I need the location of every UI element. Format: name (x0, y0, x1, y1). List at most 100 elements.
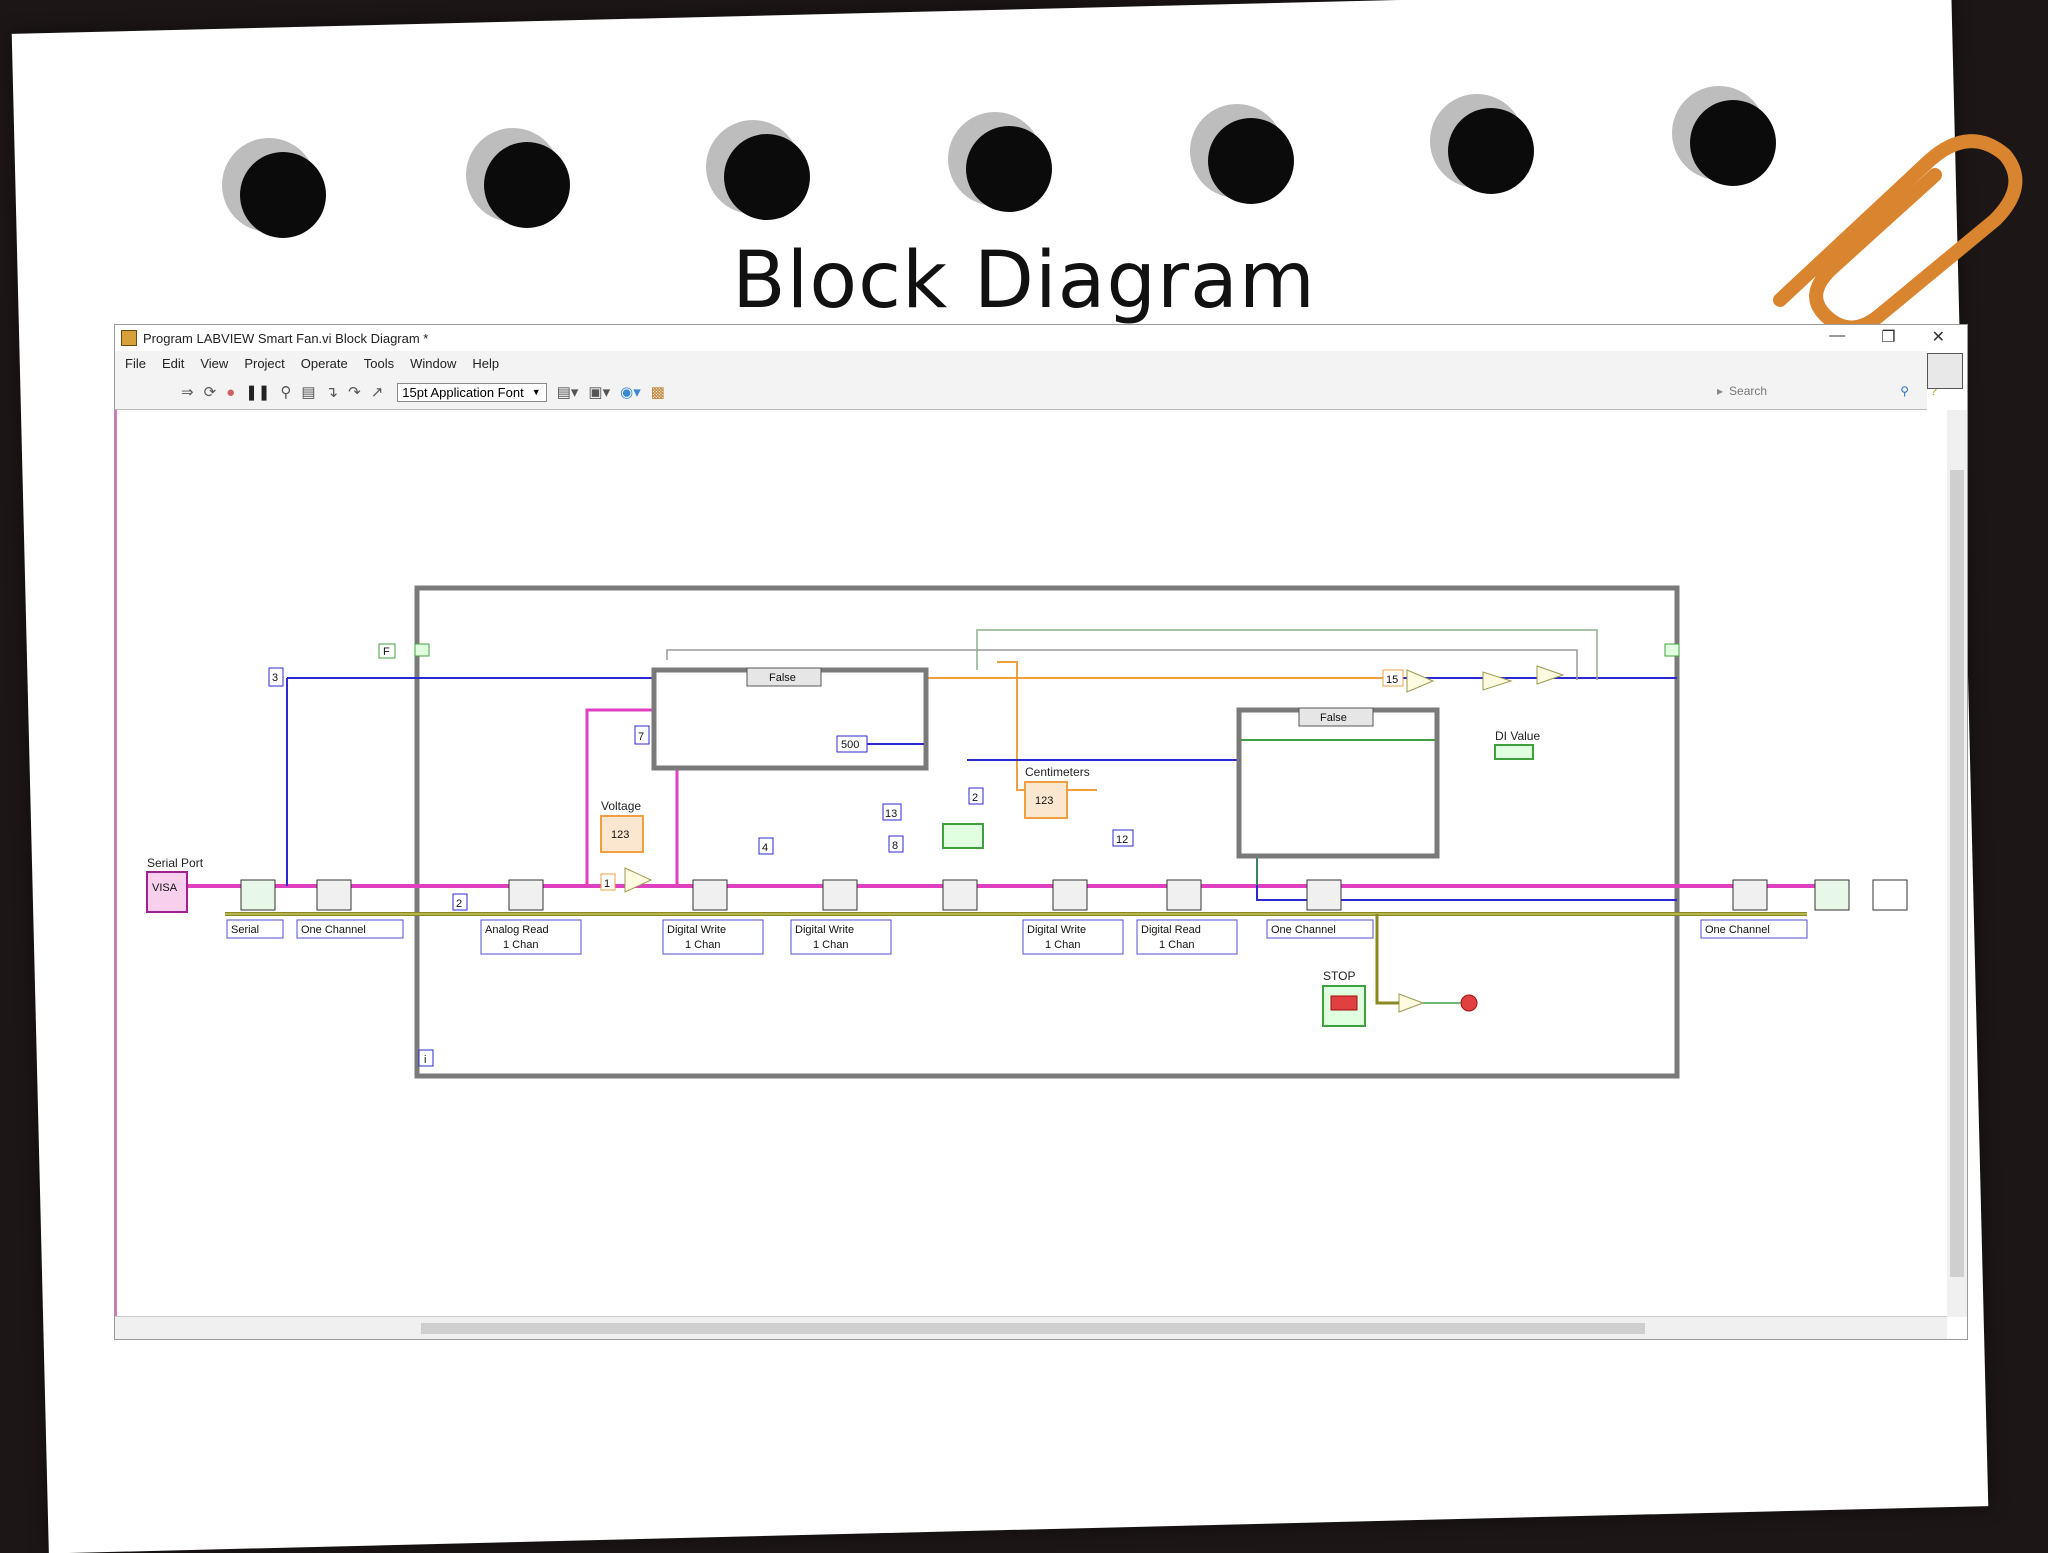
highlight-execution-icon[interactable]: ⚲ (280, 384, 292, 401)
search-dropdown-icon: ▸ (1717, 384, 1724, 398)
const-1-text: 1 (604, 878, 610, 890)
abort-icon[interactable]: ● (226, 383, 236, 401)
linx-analog-read-node (508, 879, 544, 911)
font-selector[interactable]: 15pt Application Font▼ (397, 382, 547, 402)
search-box[interactable]: ▸ Search ⚲ ? (1717, 381, 1937, 401)
run-continuously-icon[interactable]: ⟳ (203, 384, 217, 401)
help-icon[interactable]: ? (1930, 384, 1937, 398)
voltage-label: Voltage (601, 799, 641, 813)
dropdown-digital-write-a-text2: 1 Chan (685, 939, 720, 951)
window-title: Program LABVIEW Smart Fan.vi Block Diagr… (143, 330, 429, 346)
reorder-icon[interactable]: ◉▾ (620, 384, 641, 401)
binder-hole (1690, 100, 1776, 186)
binder-hole (484, 142, 570, 228)
linx-digital-read-node (1166, 879, 1202, 911)
visa-label: VISA (152, 882, 178, 894)
minimize-icon[interactable]: — (1829, 327, 1846, 344)
binder-hole (1208, 118, 1294, 204)
binder-hole (1448, 108, 1534, 194)
restore-icon[interactable]: ❐ (1881, 329, 1896, 346)
binder-hole (724, 134, 810, 220)
dropdown-digital-write-a-text1: Digital Write (667, 924, 726, 936)
menu-tools[interactable]: Tools (363, 355, 395, 371)
dropdown-one-channel-2-text: One Channel (1271, 924, 1336, 936)
serial-port-control (146, 871, 188, 913)
dropdown-digital-write-c-text2: 1 Chan (1045, 939, 1080, 951)
const-7-text: 7 (638, 731, 644, 743)
const-2b (968, 787, 984, 805)
const-2a-text: 2 (456, 898, 462, 910)
search-input[interactable]: Search (1729, 384, 1768, 398)
step-into-icon[interactable]: ↴ (325, 384, 339, 401)
binder-hole (966, 126, 1052, 212)
block-diagram-canvas[interactable]: False 500 False Serial Port VISA 3 F 2 1 (115, 410, 1947, 1317)
linx-channel-node-b (1306, 879, 1342, 911)
window-titlebar: Program LABVIEW Smart Fan.vi Block Diagr… (115, 325, 1967, 351)
dropdown-analog-read-text1: Analog Read (485, 924, 549, 936)
align-objects-icon[interactable]: ▤▾ (556, 384, 579, 401)
menu-bar: File Edit View Project Operate Tools Win… (115, 351, 1927, 376)
centimeters-indicator-text: 123 (1035, 795, 1053, 807)
less-than-node (1406, 669, 1435, 693)
const-f-text: F (383, 646, 390, 658)
and-node (1482, 671, 1513, 691)
case-b-selector: False (1320, 712, 1347, 724)
clean-up-diagram-icon[interactable]: ▩ (650, 384, 665, 401)
menu-edit[interactable]: Edit (161, 355, 185, 371)
const-4-text: 4 (762, 842, 768, 854)
serial-port-label: Serial Port (147, 856, 204, 870)
greater-than-node (624, 867, 653, 893)
dropdown-one-channel-3-text: One Channel (1705, 924, 1770, 936)
menu-file[interactable]: File (125, 355, 146, 371)
case-a-selector-box (746, 667, 822, 687)
gray-wire-top (666, 649, 1578, 680)
dropdown-one-channel-1-text: One Channel (301, 924, 366, 936)
dropdown-digital-write-b (790, 919, 892, 955)
const-8 (888, 835, 904, 853)
linx-ultrasonic-node (942, 879, 978, 911)
const-500-text: 500 (841, 739, 859, 751)
const-15 (1382, 669, 1404, 687)
const-13 (882, 803, 902, 821)
linx-channel-node-c (1732, 879, 1768, 911)
centimeters-indicator (1024, 781, 1068, 819)
pause-icon[interactable]: ❚❚ (245, 384, 271, 401)
linx-digital-write-node-b (822, 879, 858, 911)
vertical-scrollbar[interactable] (1947, 410, 1967, 1317)
dropdown-analog-read (480, 919, 582, 955)
vi-icon (1927, 353, 1963, 389)
run-arrow-icon[interactable]: ⇒ (181, 384, 194, 401)
const-1 (600, 873, 616, 891)
toolbar: ⇒ ⟳ ● ❚❚ ⚲ ▤ ↴ ↷ ↗ 15pt Application Font… (115, 375, 1927, 410)
search-icon[interactable]: ⚲ (1900, 384, 1909, 398)
dropdown-one-channel-2 (1266, 919, 1374, 939)
horizontal-scrollbar[interactable] (115, 1316, 1947, 1339)
menu-window[interactable]: Window (410, 355, 457, 371)
loop-iteration-terminal (418, 1049, 434, 1067)
menu-project[interactable]: Project (244, 355, 285, 371)
step-out-icon[interactable]: ↗ (370, 384, 384, 401)
linx-close-node (1814, 879, 1850, 911)
dropdown-digital-read-text2: 1 Chan (1159, 939, 1194, 951)
linx-digital-write-node-a (692, 879, 728, 911)
voltage-wire (585, 708, 679, 886)
dropdown-digital-write-a (662, 919, 764, 955)
loop-condition-icon (1460, 994, 1478, 1012)
while-loop-frame (414, 585, 1680, 1079)
retain-wire-values-icon[interactable]: ▤ (301, 384, 316, 401)
menu-view[interactable]: View (200, 355, 229, 371)
step-over-icon[interactable]: ↷ (348, 384, 361, 401)
linx-channel-node (316, 879, 352, 911)
error-handler-node (1872, 879, 1908, 911)
distribute-objects-icon[interactable]: ▣▾ (588, 384, 611, 401)
dropdown-digital-write-b-text1: Digital Write (795, 924, 854, 936)
close-icon[interactable]: ✕ (1931, 329, 1945, 346)
case-structure-b (1236, 707, 1440, 859)
menu-operate[interactable]: Operate (300, 355, 348, 371)
linx-open-node (240, 879, 276, 911)
const-8-text: 8 (892, 840, 898, 852)
timing-node (942, 823, 984, 849)
menu-help[interactable]: Help (472, 355, 500, 371)
const-f (378, 643, 396, 659)
const-2a (452, 893, 468, 911)
